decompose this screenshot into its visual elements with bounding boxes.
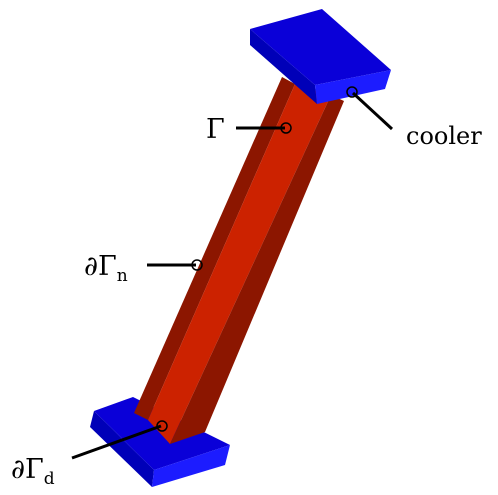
beam-right-side-face [170, 95, 344, 444]
leader-boundary-d [71, 420, 168, 460]
gamma-marker [280, 122, 292, 134]
boundary-n-label-main: ∂Γ [84, 251, 117, 282]
top-cooler-side-face [250, 29, 317, 104]
boundary-d-label-subscript: d [44, 469, 55, 489]
leader-gamma [236, 122, 292, 134]
leader-boundary-n [147, 259, 203, 271]
top-cooler-top-face [250, 9, 391, 85]
boundary-n-label-subscript: n [117, 266, 128, 286]
bottom-cooler-front-face [152, 445, 230, 487]
boundary-n-label: ∂Γn [84, 251, 128, 286]
boundary-d-label-main: ∂Γ [11, 454, 44, 485]
boundary-n-marker [191, 259, 203, 271]
beam-left-side-face [134, 77, 295, 420]
boundary-d-label: ∂Γd [11, 454, 55, 489]
top-cooler-block [250, 9, 391, 104]
cooler-marker [346, 86, 358, 98]
leader-cooler [346, 86, 394, 131]
cooler-label: cooler [406, 122, 482, 150]
boundary-d-marker [156, 420, 168, 432]
beam [134, 77, 344, 444]
beam-front-face [148, 84, 331, 444]
gamma-label: Γ [206, 114, 225, 145]
bottom-cooler-side-face [90, 411, 154, 487]
